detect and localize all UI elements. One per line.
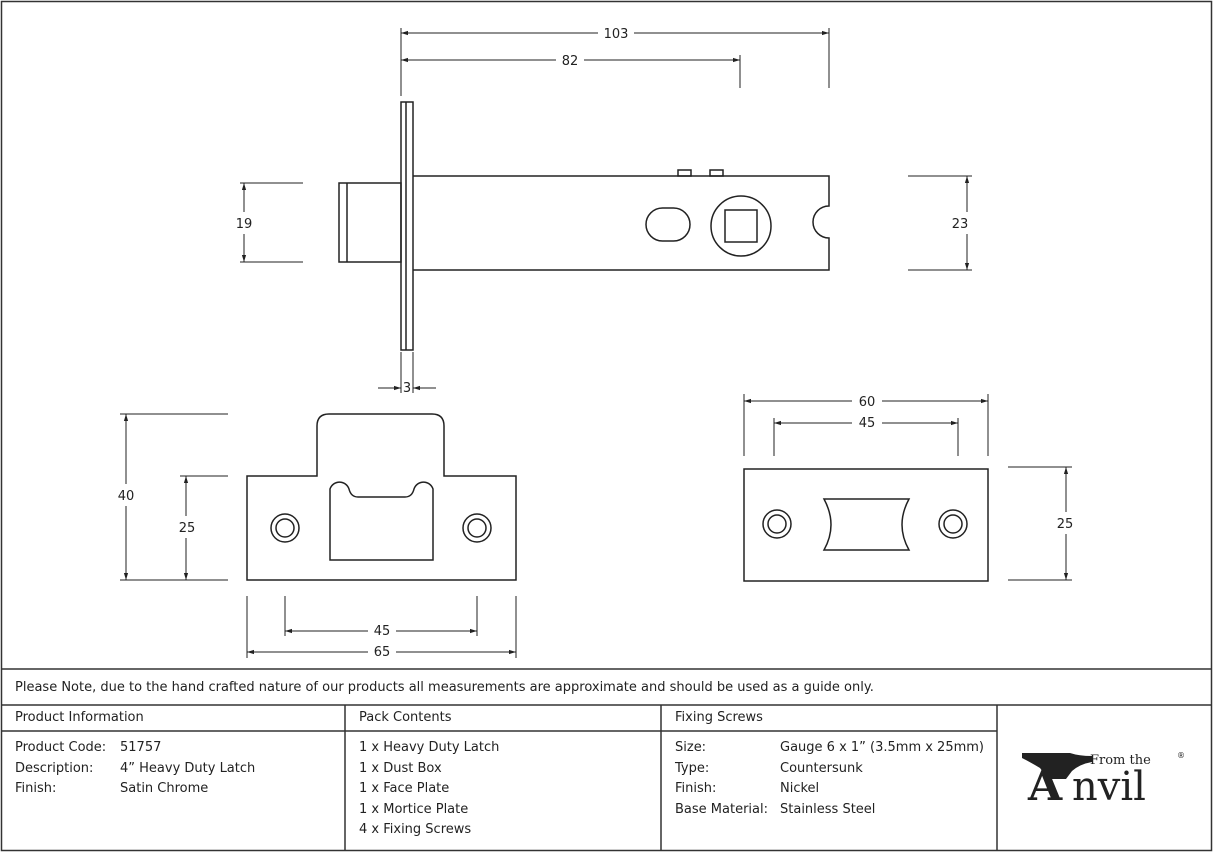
fixing-screw-label: Base Material:: [675, 801, 768, 817]
measurement-note: Please Note, due to the hand crafted nat…: [15, 680, 874, 695]
product-information-header: Product Information: [15, 710, 144, 725]
latch-side-view: [338, 101, 830, 351]
product-info-label: Description:: [15, 760, 94, 776]
product-info-row: Finish: Satin Chrome: [15, 779, 255, 800]
spindle-square: [724, 209, 758, 243]
fixing-screw-label: Size:: [675, 740, 707, 755]
pack-contents-header: Pack Contents: [359, 710, 452, 725]
product-info-value: 4” Heavy Duty Latch: [120, 760, 256, 776]
latch-case: [413, 175, 830, 271]
fixing-screw-value: Countersunk: [780, 760, 863, 776]
fixing-screw-value: Gauge 6 x 1” (3.5mm x 25mm): [780, 740, 985, 755]
anvil-logo: From the A nvil ®: [1022, 751, 1185, 811]
product-info-value: 51757: [120, 740, 162, 755]
logo-from-the: From the: [1090, 753, 1151, 768]
logo-letter-a: A: [1027, 760, 1063, 811]
dim-strike-height: 40: [118, 489, 135, 504]
pack-item: 1 x Mortice Plate: [359, 801, 469, 817]
fixing-screw-row: Finish: Nickel: [675, 779, 984, 800]
follower-circle: [710, 195, 772, 257]
dim-face-height: 25: [1057, 517, 1074, 532]
fixing-screw-row: Size: Gauge 6 x 1” (3.5mm x 25mm): [675, 738, 984, 759]
product-information-panel: Product Code: 51757 Description: 4” Heav…: [15, 738, 255, 800]
anvil-icon: [1022, 753, 1092, 779]
dim-body-length: 103: [604, 27, 629, 42]
dim-strike-width: 65: [374, 645, 391, 660]
pack-contents-panel: 1 x Heavy Duty Latch 1 x Dust Box 1 x Fa…: [359, 738, 499, 841]
dim-strike-inner-height: 25: [179, 521, 196, 536]
product-info-row: Description: 4” Heavy Duty Latch: [15, 759, 255, 780]
fixing-screw-row: Base Material: Stainless Steel: [675, 800, 984, 821]
dim-latch-height: 19: [236, 217, 253, 232]
fixing-screw-label: Type:: [675, 760, 710, 776]
pack-item: 1 x Dust Box: [359, 760, 442, 776]
logo-registered: ®: [1177, 751, 1185, 760]
logo-nvil: nvil: [1072, 764, 1146, 810]
face-aperture: [822, 498, 911, 551]
latch-forend: [400, 101, 414, 351]
dim-face-hole-spacing: 45: [859, 416, 876, 431]
fixing-screw-value: Stainless Steel: [780, 801, 876, 817]
pack-item: 1 x Face Plate: [359, 781, 450, 796]
fixing-screws-header: Fixing Screws: [675, 710, 763, 725]
strike-aperture: [329, 481, 434, 561]
strike-plate: [246, 413, 517, 581]
face-plate: [743, 468, 989, 582]
fixing-screw-label: Finish:: [675, 781, 717, 796]
product-info-label: Finish:: [15, 781, 57, 796]
product-info-label: Product Code:: [15, 740, 107, 755]
pack-item: 4 x Fixing Screws: [359, 822, 472, 837]
dim-face-thickness: 3: [403, 381, 411, 396]
pack-item: 1 x Heavy Duty Latch: [359, 740, 500, 755]
fixing-screw-row: Type: Countersunk: [675, 759, 984, 780]
dim-case-height: 23: [952, 217, 969, 232]
latch-slot: [645, 207, 691, 242]
product-info-value: Satin Chrome: [120, 781, 209, 796]
dim-face-width: 60: [859, 395, 876, 410]
info-table-grid: [1, 668, 1212, 851]
dim-strike-hole-spacing: 45: [374, 624, 391, 639]
product-info-row: Product Code: 51757: [15, 738, 255, 759]
fixing-screw-value: Nickel: [780, 781, 820, 796]
fixing-screws-panel: Size: Gauge 6 x 1” (3.5mm x 25mm) Type: …: [675, 738, 984, 820]
latch-bolt: [338, 182, 402, 263]
dim-backset: 82: [562, 54, 579, 69]
